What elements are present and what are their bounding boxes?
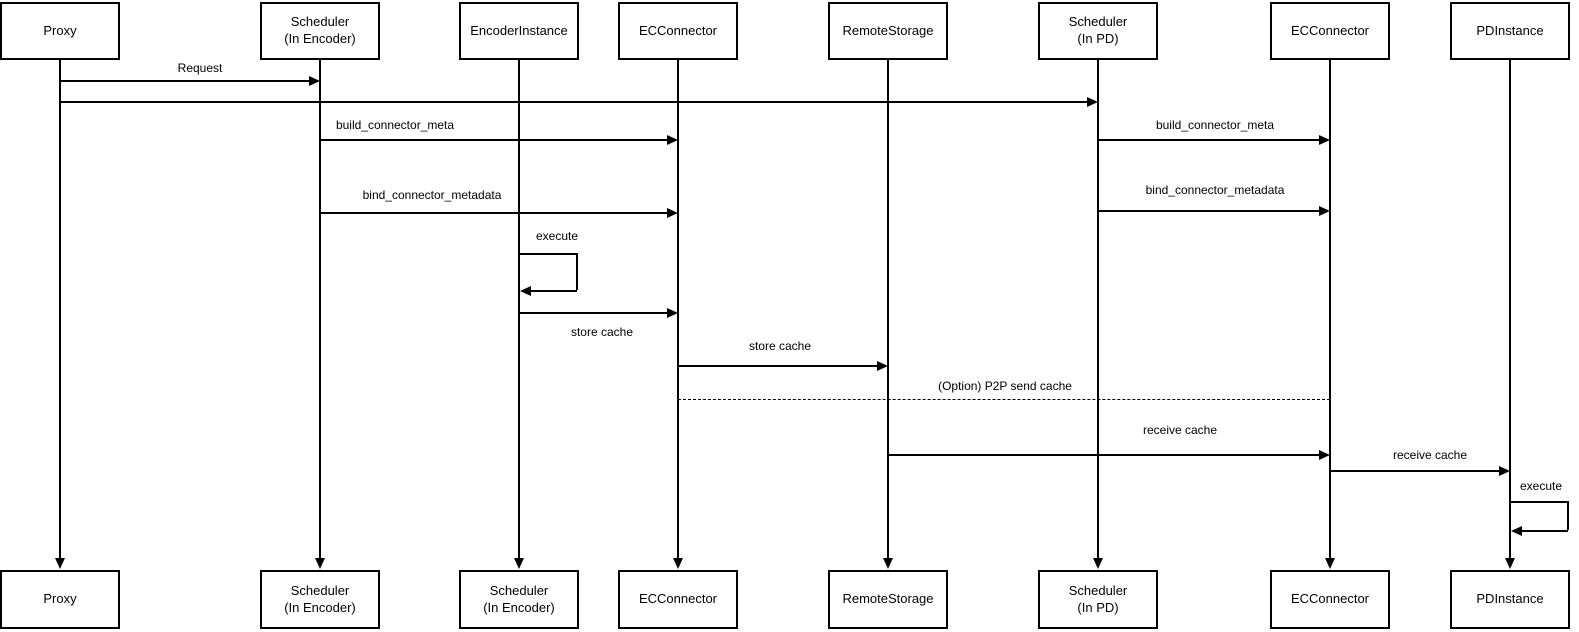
- message-arrowhead: [1087, 97, 1098, 107]
- self-call-bottom: [1520, 530, 1568, 532]
- self-call-top: [519, 253, 577, 255]
- message-label: build_connector_meta: [335, 118, 455, 132]
- message-line: [1098, 210, 1321, 212]
- message-line: [888, 454, 1321, 456]
- message-line: [320, 212, 669, 214]
- actor-label: PDInstance: [1476, 22, 1544, 38]
- message-arrowhead: [1319, 450, 1330, 460]
- actor-label: Proxy: [43, 22, 77, 38]
- self-call-top: [1510, 501, 1568, 503]
- actor-bottom-ec-connector-pd: ECConnector: [1270, 570, 1390, 629]
- actor-top-scheduler-in-pd: Scheduler(In PD): [1038, 2, 1158, 60]
- message-line-dashed: [678, 399, 1330, 400]
- actor-label: (In Encoder): [483, 599, 555, 615]
- actor-label: PDInstance: [1476, 591, 1544, 607]
- message-arrowhead: [1319, 135, 1330, 145]
- self-call-right: [576, 253, 578, 290]
- message-line: [60, 101, 1089, 103]
- self-call-arrowhead: [520, 286, 531, 296]
- actor-label: Proxy: [43, 591, 77, 607]
- message-line: [678, 365, 879, 367]
- message-label: receive cache: [1142, 423, 1218, 437]
- self-call-bottom: [529, 290, 577, 292]
- actor-label: RemoteStorage: [842, 22, 934, 38]
- message-label: bind_connector_metadata: [1145, 183, 1285, 197]
- self-call-arrowhead: [1511, 526, 1522, 536]
- message-label: receive cache: [1392, 448, 1468, 462]
- message-label: (Option) P2P send cache: [938, 379, 1072, 393]
- lifeline-arrowhead-encoder-instance: [514, 558, 524, 569]
- message-line: [1330, 470, 1501, 472]
- actor-top-scheduler-in-encoder: Scheduler(In Encoder): [260, 2, 380, 60]
- actor-top-remote-storage: RemoteStorage: [828, 2, 948, 60]
- message-label: Request: [177, 61, 223, 75]
- message-arrowhead: [877, 361, 888, 371]
- lifeline-arrowhead-remote-storage: [883, 558, 893, 569]
- message-arrowhead: [1319, 206, 1330, 216]
- lifeline-pd-instance: [1509, 60, 1511, 558]
- actor-bottom-encoder-instance: Scheduler(In Encoder): [459, 570, 579, 629]
- lifeline-arrowhead-scheduler-in-pd: [1093, 558, 1103, 569]
- message-label: execute: [1519, 479, 1563, 493]
- message-line: [60, 80, 311, 82]
- actor-label: Scheduler: [1068, 582, 1128, 598]
- actor-top-proxy: Proxy: [0, 2, 120, 60]
- lifeline-arrowhead-pd-instance: [1505, 558, 1515, 569]
- self-call-right: [1567, 501, 1569, 530]
- lifeline-encoder-instance: [518, 60, 520, 558]
- lifeline-arrowhead-scheduler-in-encoder: [315, 558, 325, 569]
- message-arrowhead: [667, 308, 678, 318]
- actor-bottom-proxy: Proxy: [0, 570, 120, 629]
- actor-bottom-remote-storage: RemoteStorage: [828, 570, 948, 629]
- message-label: build_connector_meta: [1155, 118, 1275, 132]
- actor-bottom-scheduler-in-encoder: Scheduler(In Encoder): [260, 570, 380, 629]
- actor-label: (In Encoder): [284, 599, 356, 615]
- message-line: [1098, 139, 1321, 141]
- message-label: store cache: [748, 339, 812, 353]
- actor-label: (In Encoder): [284, 31, 356, 46]
- message-arrowhead: [667, 208, 678, 218]
- actor-label: (In PD): [1077, 31, 1119, 46]
- actor-bottom-scheduler-in-pd: Scheduler(In PD): [1038, 570, 1158, 629]
- lifeline-ec-connector-pd: [1329, 60, 1331, 558]
- actor-label: ECConnector: [1290, 22, 1370, 38]
- message-label: store cache: [570, 325, 634, 339]
- message-arrowhead: [1499, 466, 1510, 476]
- message-line: [519, 312, 669, 314]
- message-arrowhead: [667, 135, 678, 145]
- actor-top-encoder-instance: EncoderInstance: [459, 2, 579, 60]
- lifeline-arrowhead-ec-connector-pd: [1325, 558, 1335, 569]
- actor-bottom-ec-connector-encoder: ECConnector: [618, 570, 738, 629]
- lifeline-arrowhead-ec-connector-encoder: [673, 558, 683, 569]
- lifeline-proxy: [59, 60, 61, 558]
- lifeline-arrowhead-proxy: [55, 558, 65, 569]
- actor-label: (In PD): [1077, 599, 1119, 615]
- message-line: [320, 139, 669, 141]
- lifeline-scheduler-in-encoder: [319, 60, 321, 558]
- message-arrowhead: [309, 76, 320, 86]
- actor-label: ECConnector: [1290, 591, 1370, 607]
- actor-label: ECConnector: [638, 591, 718, 607]
- actor-label: Scheduler: [290, 582, 350, 598]
- actor-top-ec-connector-encoder: ECConnector: [618, 2, 738, 60]
- actor-bottom-pd-instance: PDInstance: [1450, 570, 1570, 629]
- lifeline-remote-storage: [887, 60, 889, 558]
- actor-label: Scheduler: [1068, 14, 1128, 30]
- lifeline-scheduler-in-pd: [1097, 60, 1099, 558]
- actor-top-ec-connector-pd: ECConnector: [1270, 2, 1390, 60]
- actor-label: ECConnector: [638, 22, 718, 38]
- message-label: execute: [535, 229, 579, 243]
- actor-label: EncoderInstance: [470, 22, 568, 38]
- actor-label: RemoteStorage: [842, 591, 934, 607]
- actor-top-pd-instance: PDInstance: [1450, 2, 1570, 60]
- actor-label: Scheduler: [290, 14, 350, 30]
- actor-label: Scheduler: [489, 582, 549, 598]
- message-label: bind_connector_metadata: [362, 188, 502, 202]
